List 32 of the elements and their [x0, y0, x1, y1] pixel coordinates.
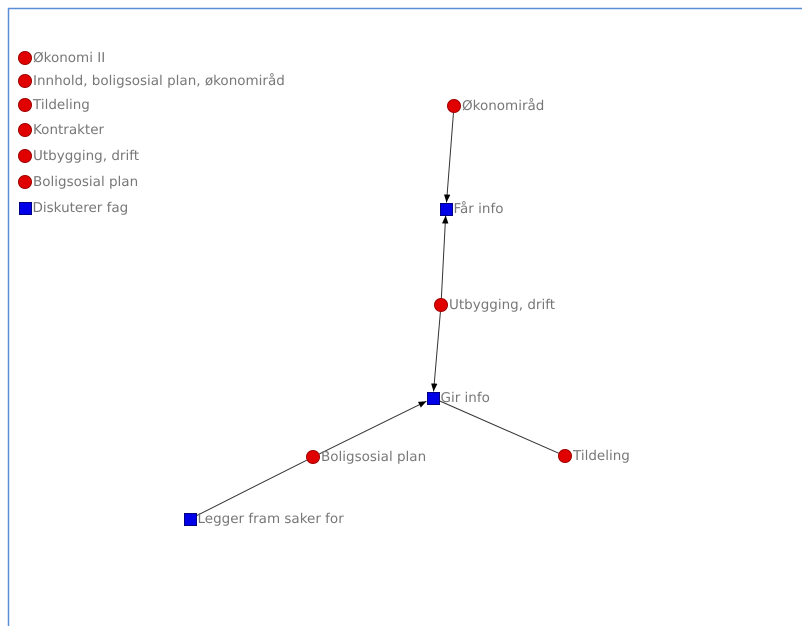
node-label: Økonomiråd — [462, 98, 544, 114]
node-dot — [558, 449, 572, 463]
node-dot — [434, 298, 448, 312]
connector-arrow — [440, 215, 448, 298]
node-dot — [18, 74, 32, 88]
node-label: Tildeling — [573, 448, 630, 464]
node-label: Innhold, boligsosial plan, økonomiråd — [33, 73, 285, 89]
node-square — [440, 202, 452, 216]
node-label: Utbygging, drift — [33, 148, 140, 164]
connector-arrow — [444, 112, 454, 203]
node-square — [18, 202, 32, 214]
node-dot — [18, 51, 32, 65]
node-square — [426, 392, 440, 404]
node-dot — [18, 123, 32, 137]
connector-arrow — [318, 400, 427, 454]
node-square — [184, 512, 196, 526]
node-dot — [306, 450, 320, 464]
node-dot — [18, 149, 32, 163]
node-label: Kontrakter — [33, 122, 104, 138]
node-label: Gir info — [440, 390, 490, 406]
node-dot — [447, 99, 461, 113]
node-label: Diskuterer fag — [32, 200, 128, 216]
node-dot — [18, 98, 32, 112]
node-label: Utbygging, drift — [449, 297, 556, 313]
connector-arrow — [431, 311, 441, 392]
node-label: Legger fram saker for — [198, 511, 344, 527]
node-label: Boligsosial plan — [321, 449, 426, 465]
node-label: Får info — [454, 201, 504, 217]
node-label: Boligsosial plan — [33, 174, 138, 190]
node-label: Tildeling — [33, 97, 90, 113]
node-label: Økonomi II — [33, 50, 106, 66]
node-dot — [18, 175, 32, 189]
